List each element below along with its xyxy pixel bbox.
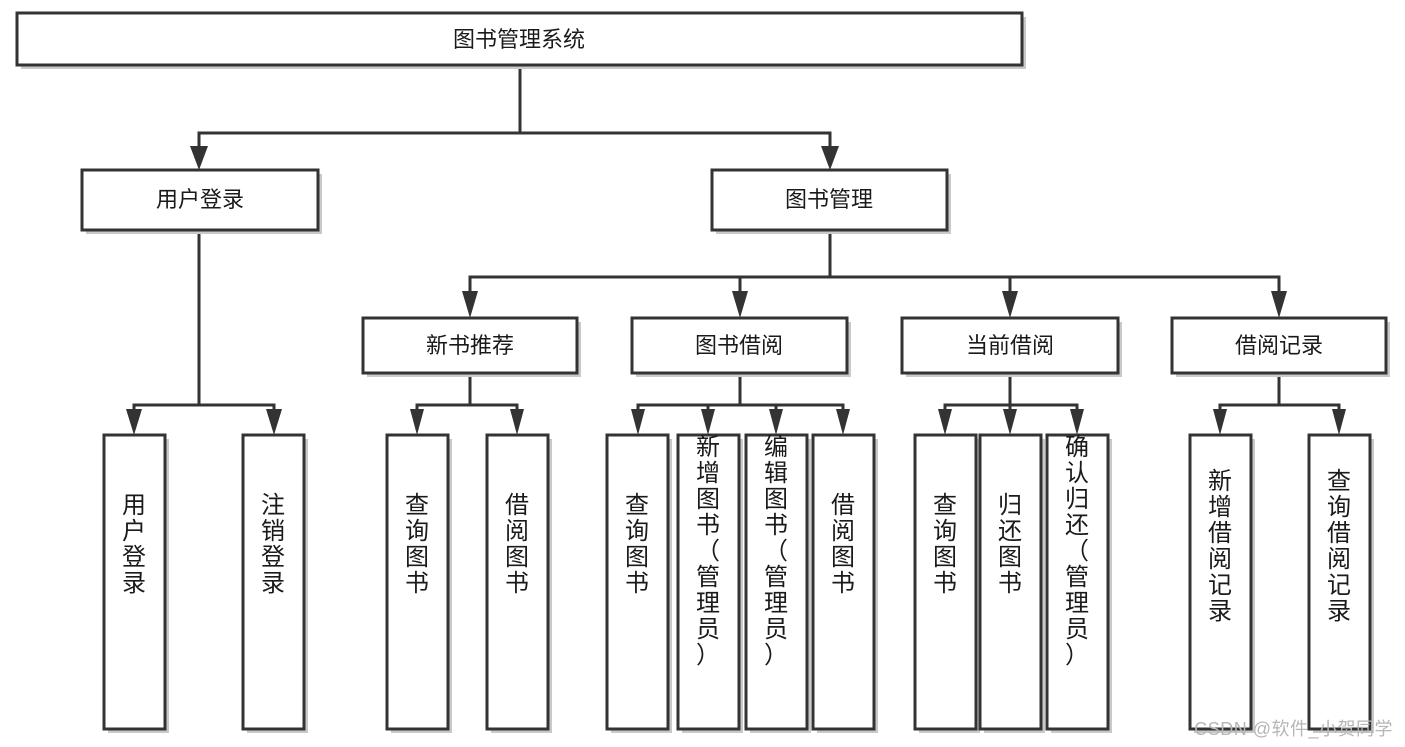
node-book-management-box (710, 168, 949, 232)
node-borrow-record[interactable]: 借阅记录 (1170, 316, 1390, 377)
leaf-current-borrow-query-box (913, 433, 978, 731)
arrow-head-ul-leaf-1 (126, 409, 142, 435)
node-user-login[interactable]: 用户登录 (80, 168, 322, 234)
connector-layer (126, 65, 1346, 435)
arrow-head-bb-leaf-1 (631, 409, 645, 435)
arrow-head-br-leaf-1 (1213, 409, 1227, 435)
leaf-current-borrow-confirm[interactable]: 确认归还（管理员） (1045, 433, 1112, 733)
leaf-new-book-borrow-label: 借阅图书 (505, 492, 529, 597)
arrow-head-cb-leaf-2 (1003, 409, 1017, 435)
leaf-current-borrow-query-label: 查询图书 (933, 492, 957, 597)
leaf-user-login-login-box (102, 433, 167, 731)
leaf-user-login-logout-box (241, 433, 306, 731)
arrow-head-user-login (190, 146, 208, 170)
node-user-login-label: 用户登录 (156, 187, 244, 212)
node-user-login-box (80, 168, 320, 232)
leaf-book-borrow-add-label: 新增图书（管理员） (696, 434, 720, 669)
arrow-head-new-book (462, 291, 478, 318)
arrow-head-bb-leaf-3 (769, 409, 783, 435)
leaf-new-book-query-box (385, 433, 450, 731)
node-book-borrow[interactable]: 图书借阅 (630, 316, 851, 377)
leaf-current-borrow-return-label: 归还图书 (998, 492, 1022, 597)
leaf-book-borrow-query[interactable]: 查询图书 (605, 433, 672, 733)
leaf-new-book-borrow-box (485, 433, 550, 731)
leaf-user-login-logout[interactable]: 注销登录 (241, 433, 308, 733)
arrow-head-nb-leaf-1 (410, 409, 424, 435)
node-borrow-record-box (1170, 316, 1388, 375)
leaf-current-borrow-return[interactable]: 归还图书 (978, 433, 1045, 733)
leaf-book-borrow-edit[interactable]: 编辑图书（管理员） (744, 433, 811, 733)
node-root-box (15, 11, 1024, 67)
node-borrow-record-label: 借阅记录 (1235, 333, 1323, 358)
leaf-new-book-borrow[interactable]: 借阅图书 (485, 433, 552, 733)
leaf-user-login-logout-label: 注销登录 (261, 492, 285, 597)
node-root-book-management-system[interactable]: 图书管理系统 (15, 11, 1026, 69)
leaf-borrow-record-query-box (1307, 433, 1372, 731)
leaf-borrow-record-add-label: 新增借阅记录 (1208, 468, 1232, 625)
node-root-label: 图书管理系统 (453, 27, 585, 52)
leaf-book-borrow-borrow-label: 借阅图书 (831, 492, 855, 597)
node-current-borrow-label: 当前借阅 (966, 333, 1054, 358)
node-new-book-recommend-box (361, 316, 579, 375)
leaf-current-borrow-return-box (978, 433, 1043, 731)
node-book-borrow-box (630, 316, 849, 375)
leaf-current-borrow-confirm-label: 确认归还（管理员） (1065, 434, 1089, 669)
leaf-new-book-query[interactable]: 查询图书 (385, 433, 452, 733)
leaf-current-borrow-query[interactable]: 查询图书 (913, 433, 980, 733)
arrow-head-br-leaf-2 (1332, 409, 1346, 435)
arrow-head-bb-leaf-4 (836, 409, 850, 435)
leaf-book-borrow-query-label: 查询图书 (625, 492, 649, 597)
arrow-head-cb-leaf-1 (938, 409, 952, 435)
arrow-head-cb-leaf-3 (1070, 409, 1084, 435)
leaf-book-borrow-add[interactable]: 新增图书（管理员） (676, 433, 743, 733)
leaf-borrow-record-add-box (1188, 433, 1253, 731)
leaf-new-book-query-label: 查询图书 (405, 492, 429, 597)
leaf-borrow-record-query[interactable]: 查询借阅记录 (1307, 433, 1374, 733)
leaf-user-login-login[interactable]: 用户登录 (102, 433, 169, 733)
arrow-head-book-manage (821, 146, 839, 170)
leaf-book-borrow-borrow-box (811, 433, 876, 731)
leaf-book-borrow-edit-box (744, 433, 809, 731)
leaf-book-borrow-edit-label: 编辑图书（管理员） (764, 434, 788, 669)
node-book-management[interactable]: 图书管理 (710, 168, 951, 234)
arrow-head-borrow-record (1271, 291, 1287, 318)
node-book-management-label: 图书管理 (785, 187, 873, 212)
leaf-borrow-record-add[interactable]: 新增借阅记录 (1188, 433, 1255, 733)
csdn-watermark: CSDN @软件_小贺同学 (1194, 719, 1393, 739)
leaf-user-login-login-label: 用户登录 (122, 492, 146, 597)
arrow-head-bb-leaf-2 (701, 409, 715, 435)
leaf-current-borrow-confirm-box (1045, 433, 1110, 731)
arrow-head-current-borrow (1002, 291, 1018, 318)
node-new-book-recommend[interactable]: 新书推荐 (361, 316, 581, 377)
leaf-book-borrow-borrow[interactable]: 借阅图书 (811, 433, 878, 733)
node-book-borrow-label: 图书借阅 (695, 333, 783, 358)
arrow-head-book-borrow (732, 291, 748, 318)
arrow-head-nb-leaf-2 (510, 409, 524, 435)
leaf-book-borrow-query-box (605, 433, 670, 731)
node-current-borrow-box (900, 316, 1120, 375)
node-current-borrow[interactable]: 当前借阅 (900, 316, 1122, 377)
leaf-book-borrow-add-box (676, 433, 741, 731)
leaf-borrow-record-query-label: 查询借阅记录 (1327, 468, 1351, 625)
arrow-head-ul-leaf-2 (266, 409, 282, 435)
node-new-book-recommend-label: 新书推荐 (426, 333, 514, 358)
